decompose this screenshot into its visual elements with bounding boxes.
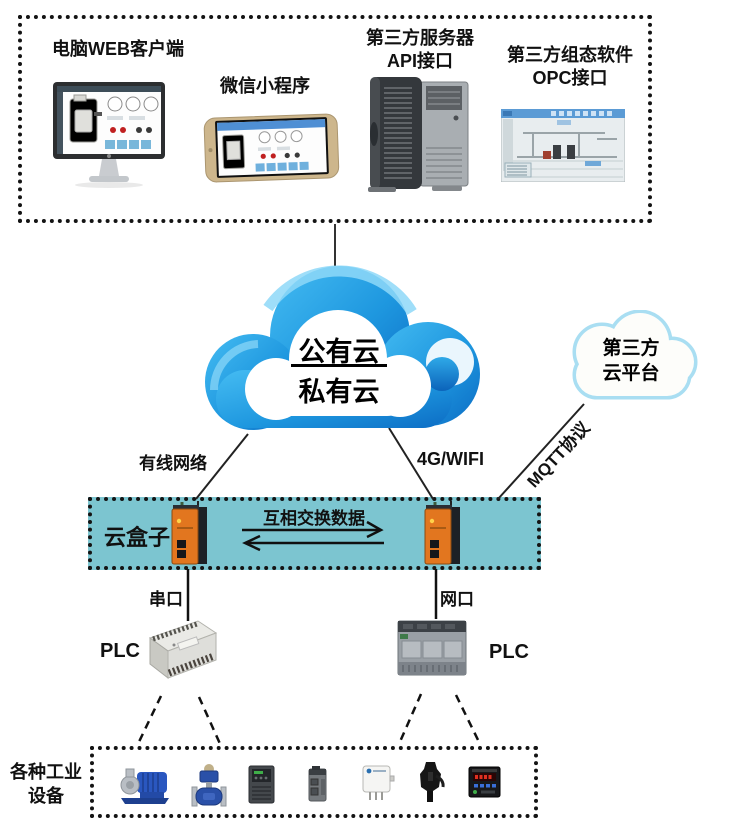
ethernet-port-label: 网口 <box>440 590 474 609</box>
plc-right-label: PLC <box>489 641 529 663</box>
iot-gateway-right-icon <box>421 500 463 568</box>
wifi-label: 4G/WIFI <box>417 449 484 469</box>
panel-meter-icon <box>468 766 501 798</box>
scada-screen-icon <box>501 109 625 182</box>
vfd-inverter-icon <box>248 765 275 804</box>
third-cloud-label-line2: 云平台 <box>602 363 660 384</box>
plc-right-dash-2 <box>454 694 482 745</box>
server-label-line1: 第三方服务器 <box>366 28 474 48</box>
smartphone-icon <box>203 110 341 188</box>
plc-right-icon <box>395 616 471 682</box>
web-client-label: 电脑WEB客户端 <box>52 39 184 59</box>
wired-network-label: 有线网络 <box>139 454 207 473</box>
pump-icon <box>118 764 172 806</box>
plc-left-label: PLC <box>100 640 140 662</box>
client-layer-box <box>18 15 652 223</box>
monitor-icon <box>47 82 171 192</box>
third-cloud-label-line1: 第三方 <box>602 338 660 359</box>
exchange-data-label: 互相交换数据 <box>263 509 365 528</box>
main-cloud-label-top: 公有云 <box>298 337 380 367</box>
opc-label-line2: OPC接口 <box>532 68 608 88</box>
cloud-box-label: 云盒子 <box>104 525 171 550</box>
mqtt-label: MQTT协议 <box>523 418 594 492</box>
configuration-software-label: 第三方组态软件 OPC接口 <box>500 44 640 90</box>
third-cloud-label: 第三方 云平台 <box>576 336 686 386</box>
white-sensor-icon <box>361 764 395 802</box>
serial-port-label: 串口 <box>149 590 183 609</box>
industrial-label-line2: 设备 <box>28 786 64 806</box>
plc-right-dash-1 <box>397 693 423 745</box>
plc-left-icon <box>140 618 220 688</box>
third-party-server-label: 第三方服务器 API接口 <box>360 27 480 73</box>
black-sensor-icon <box>416 760 446 804</box>
opc-label-line1: 第三方组态软件 <box>507 45 633 65</box>
gateway-layer-box <box>88 497 541 570</box>
main-cloud-icon <box>198 262 490 444</box>
servo-drive-icon <box>305 766 330 803</box>
server-tower-icon <box>366 74 476 196</box>
plc-left-dash-2 <box>197 696 223 747</box>
flow-meter-icon <box>191 762 227 810</box>
plc-left-dash-1 <box>135 695 163 747</box>
main-cloud-label-bottom: 私有云 <box>298 377 380 407</box>
industrial-devices-label: 各种工业 设备 <box>6 760 86 808</box>
industrial-label-line1: 各种工业 <box>10 762 82 782</box>
mini-program-label: 微信小程序 <box>220 76 310 96</box>
server-label-line2: API接口 <box>386 51 453 71</box>
iot-gateway-left-icon <box>168 500 210 568</box>
third-party-cloud-icon <box>556 310 706 412</box>
cloud-fraction-line <box>291 364 387 367</box>
